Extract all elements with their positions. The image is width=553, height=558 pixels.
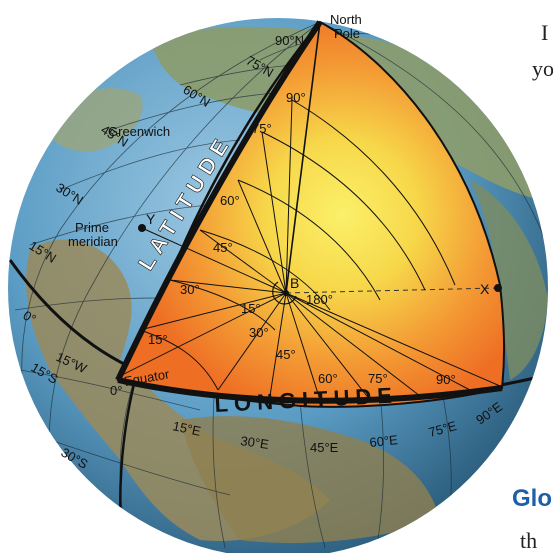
latitude-edge	[115, 20, 323, 382]
point-b-label: B	[290, 275, 299, 291]
page-edge-text-3: th	[520, 528, 538, 553]
polar-axis	[285, 21, 321, 294]
lat-angle-45: 45°	[213, 240, 233, 255]
north-pole-label-line1: North	[330, 12, 362, 27]
point-b-dot	[283, 290, 289, 296]
lon-label-30e: 30°E	[240, 433, 270, 452]
point-y-label: Y	[146, 211, 156, 227]
angle-180-arc	[272, 281, 297, 305]
page-edge-text-1: I	[541, 20, 549, 45]
north-pole-label-line2: Pole	[334, 26, 360, 41]
longitude-edge	[117, 377, 503, 404]
page-edge-heading: Glo	[512, 485, 552, 512]
lon-angle-60: 60°	[318, 371, 338, 386]
lon-angle-75: 75°	[368, 371, 388, 386]
greenwich-label: Greenwich	[108, 124, 170, 139]
latitude-rays	[119, 99, 293, 377]
lon-angle-90: 90°	[436, 372, 456, 387]
prime-meridian-label-line2: meridian	[68, 234, 118, 249]
lon-label-15e: 15°E	[171, 418, 202, 439]
lon-label-60e: 60°E	[369, 432, 399, 450]
point-y-dot	[138, 224, 146, 232]
lon-label-0: 0°	[110, 383, 122, 398]
lat-angle-90: 90°	[286, 90, 306, 105]
page-edge-text-2: yo	[532, 56, 553, 81]
scale-arcs	[139, 99, 456, 391]
lat-label-90n: 90°N	[275, 33, 304, 48]
line-to-y	[141, 227, 287, 294]
lat-angle-30: 30°	[180, 282, 200, 297]
lon-angle-15: 15°	[241, 301, 261, 316]
lon-angle-30: 30°	[249, 325, 269, 340]
longitude-rays	[217, 292, 501, 401]
point-x-label: X	[480, 281, 490, 297]
lon-angle-45: 45°	[276, 347, 296, 362]
lon-label-75e: 75°E	[427, 418, 459, 440]
angle-180-label: 180°	[306, 292, 333, 307]
lat-angle-75: 75°	[252, 121, 272, 136]
point-x-dot	[494, 284, 502, 292]
lat-angle-60: 60°	[220, 193, 240, 208]
lon-label-45e: 45°E	[310, 440, 339, 455]
lat-angle-15: 15°	[148, 332, 168, 347]
prime-meridian-label-line1: Prime	[75, 220, 109, 235]
